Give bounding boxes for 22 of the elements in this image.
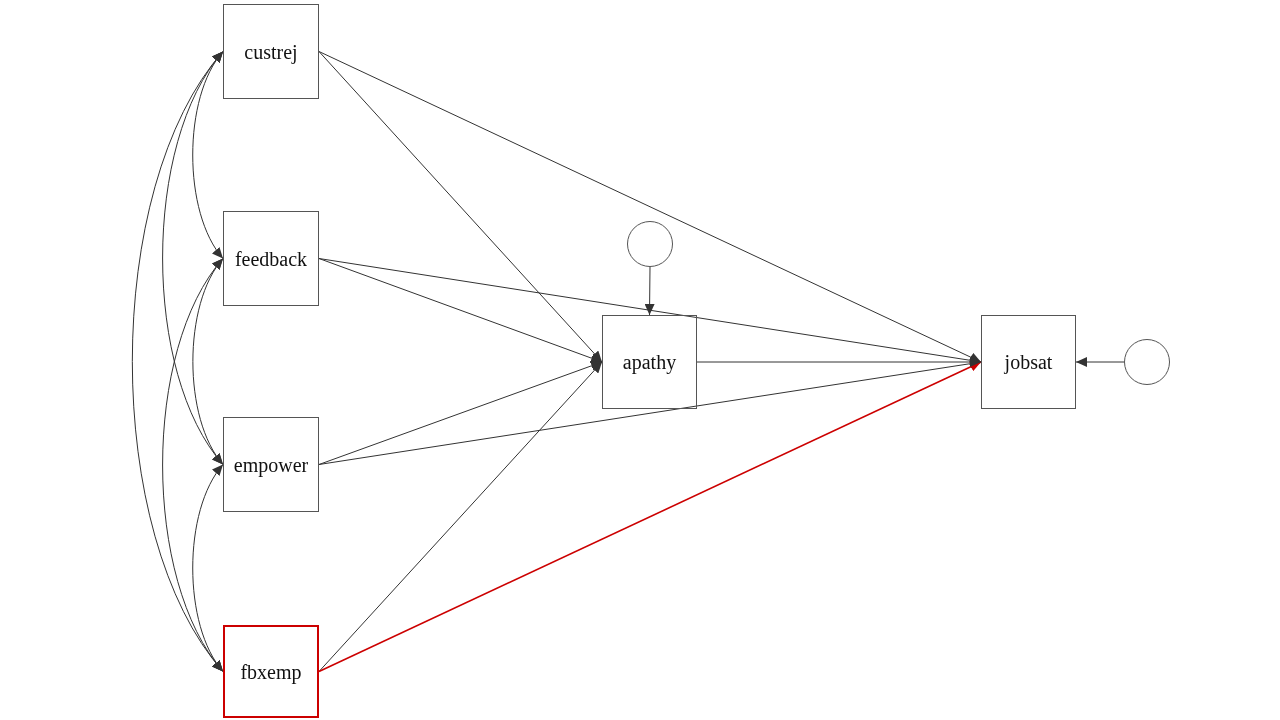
variable-name: fbxemp [240, 660, 302, 683]
path-arrow [644, 266, 655, 316]
path-arrow [318, 51, 982, 363]
observed-variable-box [981, 315, 1076, 409]
observed-variable-box [223, 417, 319, 512]
path-arrow [696, 357, 982, 367]
path-arrow [318, 258, 603, 363]
variable-name: empower [233, 453, 309, 476]
covariance-arc [192, 464, 224, 672]
observed-variable-box [223, 211, 319, 306]
observed-variable-box [602, 315, 697, 409]
variable-name: feedback [234, 247, 308, 270]
variable-name: jobsat [1004, 351, 1053, 373]
path-arrow [318, 361, 603, 672]
observed-variable-box [223, 4, 319, 99]
variable-name: apathy [622, 351, 677, 373]
path-arrow [1075, 357, 1125, 367]
observed-variable-box [223, 625, 319, 718]
path-arrow [318, 361, 982, 673]
path-arrow [318, 361, 603, 465]
path-arrow [318, 51, 603, 363]
variable-name: custrej [244, 40, 298, 63]
